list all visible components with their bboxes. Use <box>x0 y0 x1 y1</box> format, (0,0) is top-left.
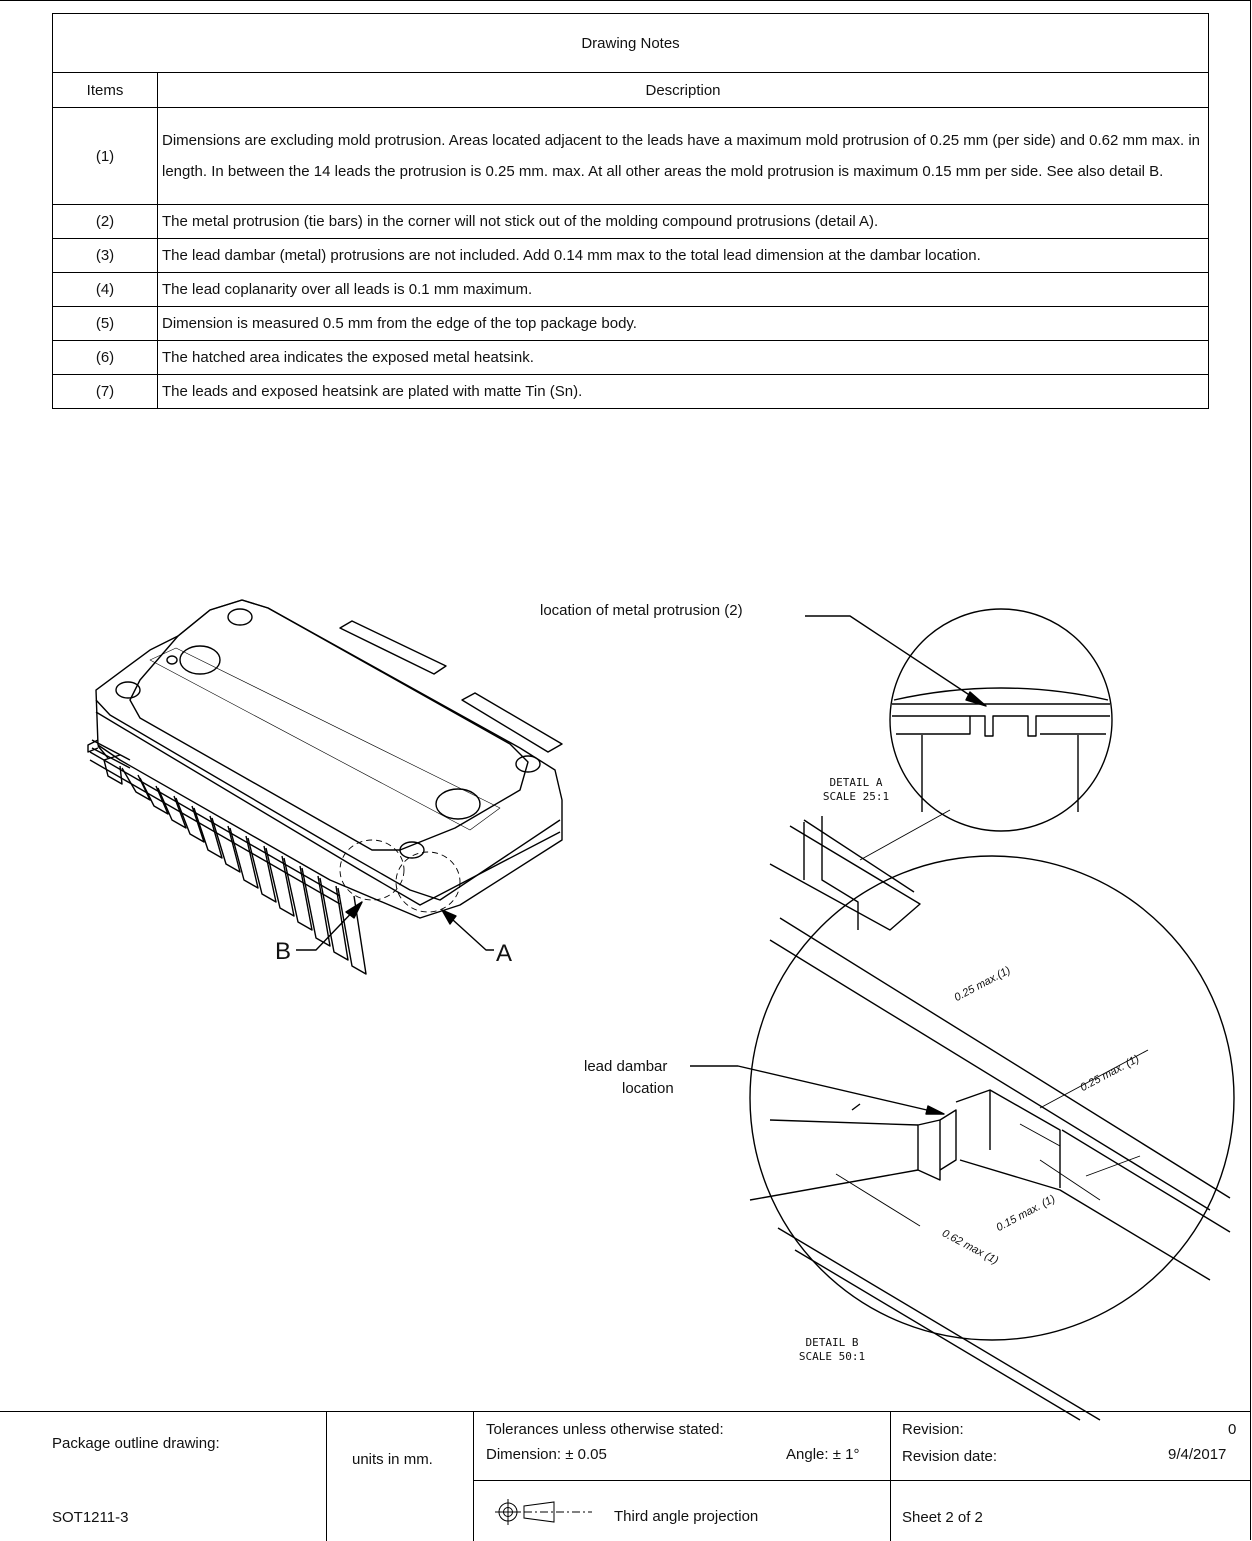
title-block-divider <box>473 1411 474 1541</box>
note-item: (5) <box>52 306 158 341</box>
package-outline-label: Package outline drawing: <box>52 1435 220 1452</box>
package-isometric-view <box>87 599 563 975</box>
revision-date-label: Revision date: <box>902 1448 998 1465</box>
detail-b-view <box>690 809 1235 1421</box>
callout-b: B <box>275 938 292 965</box>
title-block: Package outline drawing: SOT1211-3 units… <box>0 1411 1251 1541</box>
title-block-divider <box>473 1480 1251 1481</box>
title-block-top-border <box>0 1411 1251 1412</box>
detail-a-scale: SCALE 25:1 <box>822 790 890 803</box>
lead-dambar-label: lead dambar <box>584 1058 668 1075</box>
third-angle-projection-icon <box>495 1499 592 1525</box>
revision-label: Revision: <box>902 1421 964 1438</box>
note-row: (4) The lead coplanarity over all leads … <box>52 272 1209 307</box>
angle-tolerance: Angle: ± 1° <box>786 1446 860 1463</box>
note-description: Dimension is measured 0.5 mm from the ed… <box>157 306 1209 341</box>
package-code: SOT1211-3 <box>52 1509 129 1526</box>
units-label: units in mm. <box>352 1451 433 1468</box>
note-item: (1) <box>52 107 158 205</box>
note-item: (6) <box>52 340 158 375</box>
note-description: The lead dambar (metal) protrusions are … <box>157 238 1209 273</box>
metal-protrusion-label: location of metal protrusion (2) <box>540 602 743 619</box>
note-description: Dimensions are excluding mold protrusion… <box>157 107 1209 205</box>
detail-b-title: DETAIL B <box>805 1336 859 1349</box>
detail-a-view <box>805 608 1113 832</box>
note-description: The leads and exposed heatsink are plate… <box>157 374 1209 409</box>
detail-a-label: DETAIL A SCALE 25:1 <box>812 776 900 804</box>
note-row: (3) The lead dambar (metal) protrusions … <box>52 238 1209 273</box>
note-description: The hatched area indicates the exposed m… <box>157 340 1209 375</box>
note-row: (5) Dimension is measured 0.5 mm from th… <box>52 306 1209 341</box>
note-item: (4) <box>52 272 158 307</box>
revision-value: 0 <box>1228 1421 1237 1438</box>
detail-a-title: DETAIL A <box>829 776 883 789</box>
package-leads <box>87 739 367 975</box>
tolerances-label: Tolerances unless otherwise stated: <box>486 1421 724 1438</box>
projection-label: Third angle projection <box>614 1508 759 1525</box>
revision-date-value: 9/4/2017 <box>1168 1446 1227 1463</box>
drawing-notes-table: Drawing Notes Items Description (1) Dime… <box>52 13 1209 409</box>
items-header: Items <box>52 72 158 108</box>
title-block-divider <box>326 1411 327 1541</box>
notes-title: Drawing Notes <box>52 13 1209 73</box>
detail-b-label: DETAIL B SCALE 50:1 <box>786 1336 878 1364</box>
note-description: The lead coplanarity over all leads is 0… <box>157 272 1209 307</box>
lead-dambar-location-label: location <box>622 1080 674 1097</box>
callout-a: A <box>496 940 513 967</box>
detail-b-scale: SCALE 50:1 <box>798 1350 866 1363</box>
note-row: (7) The leads and exposed heatsink are p… <box>52 374 1209 409</box>
sheet-label: Sheet 2 of 2 <box>902 1509 983 1526</box>
note-row: (6) The hatched area indicates the expos… <box>52 340 1209 375</box>
note-item: (2) <box>52 204 158 239</box>
note-item: (7) <box>52 374 158 409</box>
title-block-divider <box>890 1411 891 1541</box>
dimension-tolerance: Dimension: ± 0.05 <box>486 1446 607 1463</box>
note-row: (1) Dimensions are excluding mold protru… <box>52 107 1209 205</box>
